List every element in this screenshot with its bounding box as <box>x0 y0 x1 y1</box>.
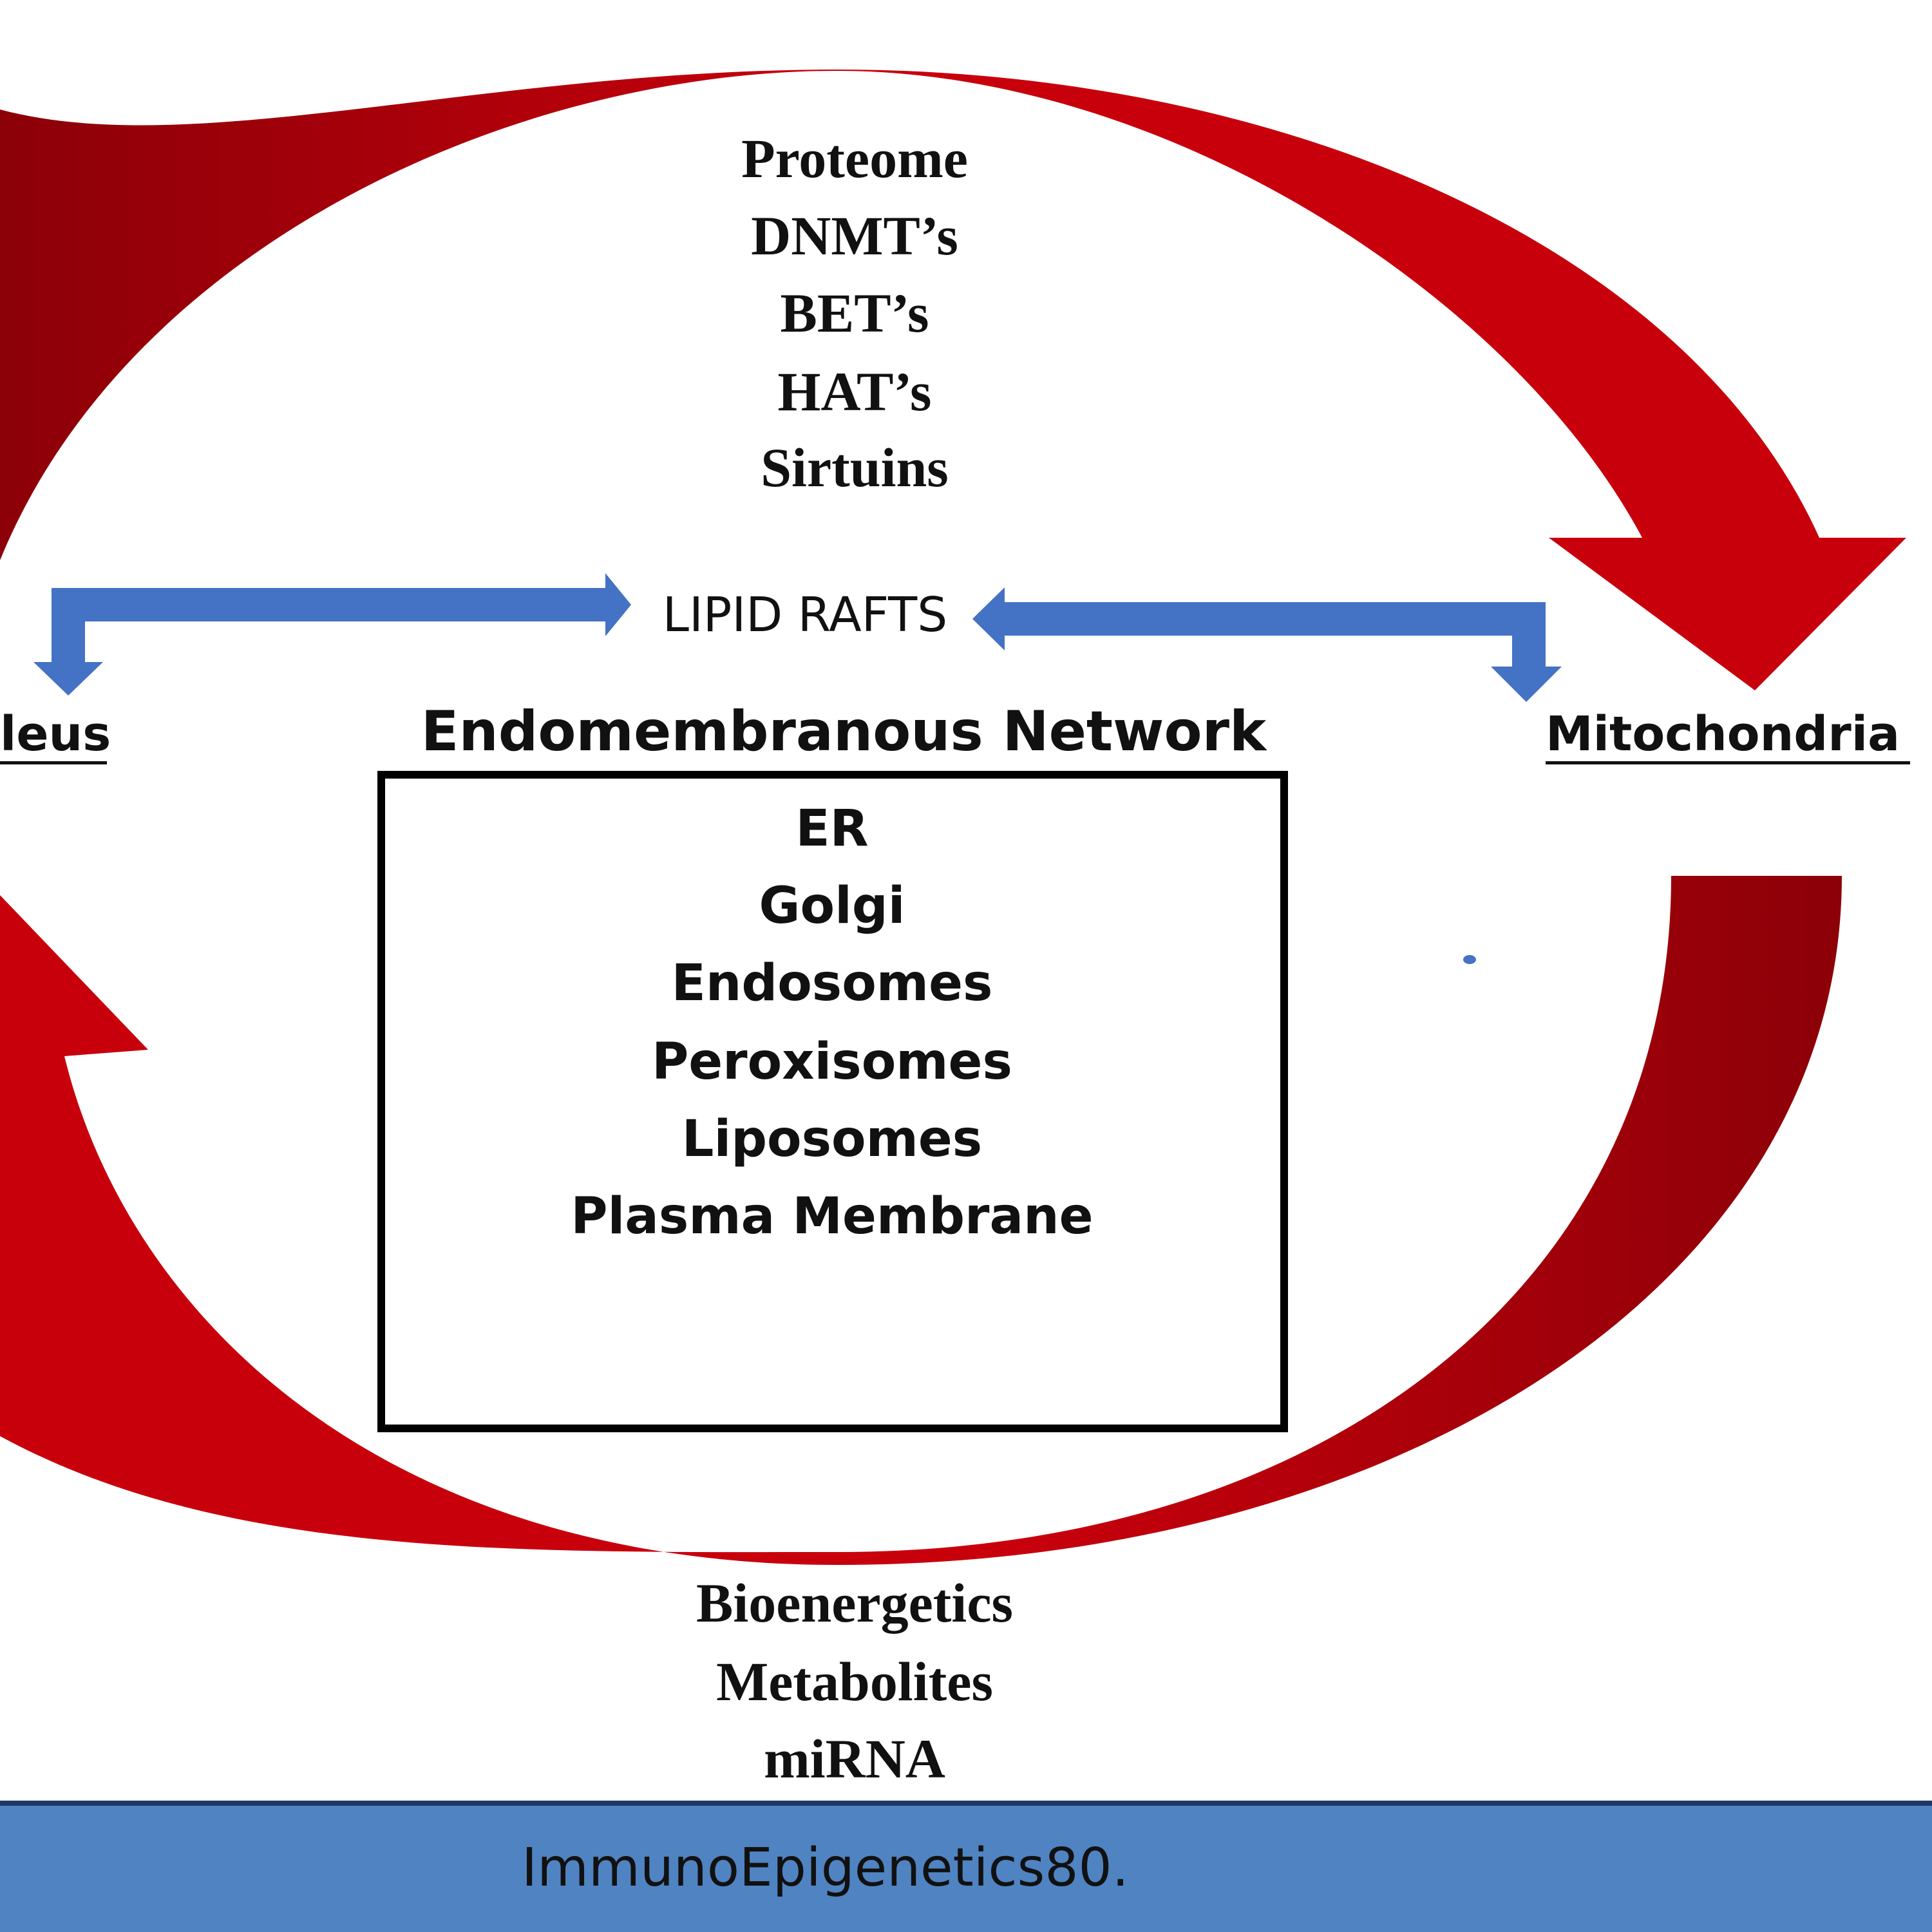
bottom-item-bioenergetics: Bioenergetics <box>696 1572 1013 1634</box>
network-item-er: ER <box>795 800 868 858</box>
network-item-endosomes: Endosomes <box>672 954 993 1012</box>
network-item-liposomes: Liposomes <box>682 1110 982 1168</box>
nucleus-label: leus <box>0 706 111 762</box>
right-blue-arrow <box>972 587 1562 702</box>
bottom-item-metabolites: Metabolites <box>716 1651 993 1712</box>
top-item-dnmts: DNMT’s <box>751 205 958 267</box>
mitochondria-label: Mitochondria <box>1546 706 1900 762</box>
top-item-sirtuins: Sirtuins <box>761 437 949 498</box>
network-item-peroxisomes: Peroxisomes <box>652 1033 1012 1091</box>
top-red-arrow <box>0 70 1906 690</box>
network-title: Endomembranous Network <box>421 699 1267 764</box>
bottom-red-arrow <box>0 876 1842 1565</box>
blue-dot <box>1463 955 1476 964</box>
mitochondria-underline <box>1546 761 1910 764</box>
network-item-golgi: Golgi <box>759 877 905 935</box>
footer-line <box>0 1801 1932 1806</box>
top-item-bets: BET’s <box>781 282 929 344</box>
footer-band <box>0 1806 1932 1932</box>
network-item-plasma-membrane: Plasma Membrane <box>571 1188 1093 1245</box>
top-item-proteome: Proteome <box>741 128 968 189</box>
top-item-hats: HAT’s <box>778 361 932 422</box>
network-box <box>377 771 1288 1432</box>
left-blue-arrow <box>33 573 631 696</box>
bottom-item-mirna: miRNA <box>764 1728 945 1790</box>
footer-text: ImmunoEpigenetics80. <box>522 1837 1129 1899</box>
nucleus-underline <box>0 761 107 764</box>
lipid-rafts-label: LIPID RAFTS <box>663 587 947 643</box>
